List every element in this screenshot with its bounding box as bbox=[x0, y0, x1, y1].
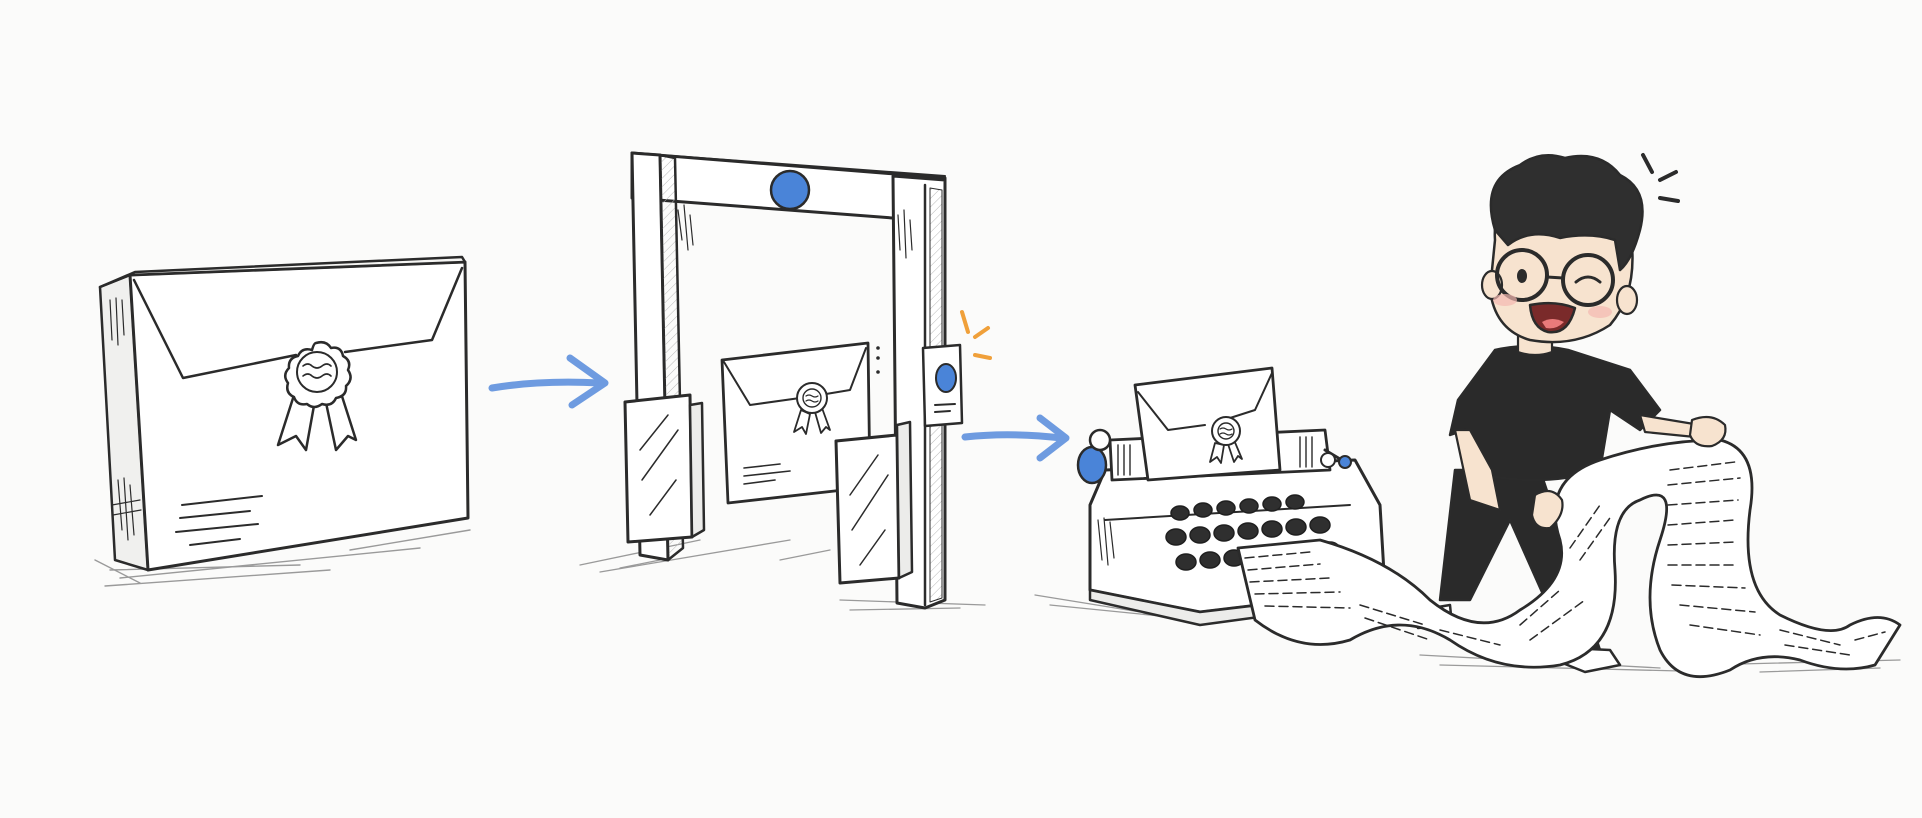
arrow-right-icon bbox=[488, 354, 609, 409]
person-hand-left bbox=[1530, 489, 1564, 530]
printout-paper-ribbon bbox=[1236, 438, 1902, 678]
alert-spark-icon bbox=[960, 310, 992, 360]
envelope-flap-left bbox=[132, 278, 298, 380]
certificate-seal-icon bbox=[1209, 416, 1243, 464]
security-gate-scanner bbox=[579, 151, 992, 611]
arrow-right-icon bbox=[961, 414, 1070, 462]
turnstile-panel-left bbox=[623, 393, 706, 544]
blue-sensor-light-icon bbox=[769, 169, 811, 211]
typewriter-printout bbox=[1076, 153, 1902, 678]
typewriter-envelope bbox=[1133, 366, 1282, 482]
person-mouth bbox=[1528, 301, 1577, 334]
typewriter bbox=[1076, 366, 1387, 627]
blue-sensor-light-icon bbox=[935, 363, 957, 393]
typewriter-lever-knob-icon bbox=[1338, 455, 1352, 469]
sparkle-icon bbox=[1641, 153, 1680, 203]
glasses-icon bbox=[1495, 248, 1615, 307]
envelope-flap-right bbox=[343, 266, 464, 354]
certificate-seal-icon bbox=[276, 340, 358, 452]
person-hair bbox=[1489, 153, 1644, 272]
typewriter-knob-icon bbox=[1076, 445, 1108, 485]
turnstile-panel-right bbox=[834, 420, 914, 585]
gate-hatching bbox=[677, 204, 913, 259]
printout-text-lines bbox=[1244, 461, 1886, 656]
sealed-envelope bbox=[94, 255, 471, 587]
person-arm-left bbox=[1453, 428, 1502, 512]
gate-pillar-dots bbox=[876, 346, 880, 374]
certificate-seal-icon bbox=[793, 382, 831, 435]
person-hand-right bbox=[1688, 415, 1727, 448]
envelope-hatching bbox=[109, 297, 142, 541]
envelope-top bbox=[98, 255, 467, 289]
envelope-address-lines bbox=[175, 495, 263, 546]
